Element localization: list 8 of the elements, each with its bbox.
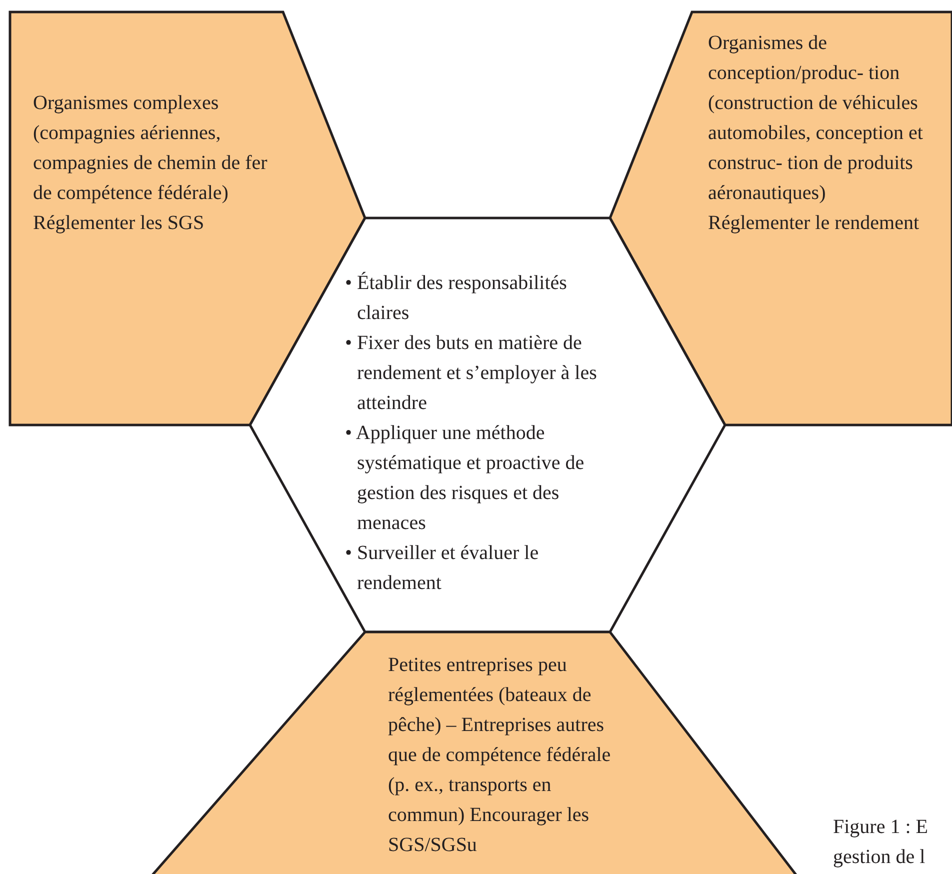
node-text: Petites entreprises peu réglementées (bateaux de pêche) – Entreprises autres que de compétence fédérale (p. ex., transports en commun) Encourager les SGS/SGSu: [388, 653, 612, 858]
node-text: Organismes complexes (compagnies aériennes, compagnies de chemin de fer de compétence fédérale) Réglementer les SGS: [33, 91, 268, 236]
node-text: Organismes de conception/produc- tion (construction de véhicules automobiles, conception et construc- tion de produits aéronautiques) Réglementer le rendement: [708, 31, 923, 236]
bullet-item: • Surveiller et évaluer le rendement: [345, 541, 540, 596]
bullet-item: • Fixer des buts en matière de rendement et s’employer à les atteindre: [345, 331, 598, 416]
bullet-item: • Établir des responsabilités claires: [345, 270, 568, 326]
figure-caption: Figure 1 : E gestion de l: [833, 815, 929, 870]
bullet-item: • Appliquer une méthode systématique et proactive de gestion des risques et des menaces: [345, 421, 586, 536]
